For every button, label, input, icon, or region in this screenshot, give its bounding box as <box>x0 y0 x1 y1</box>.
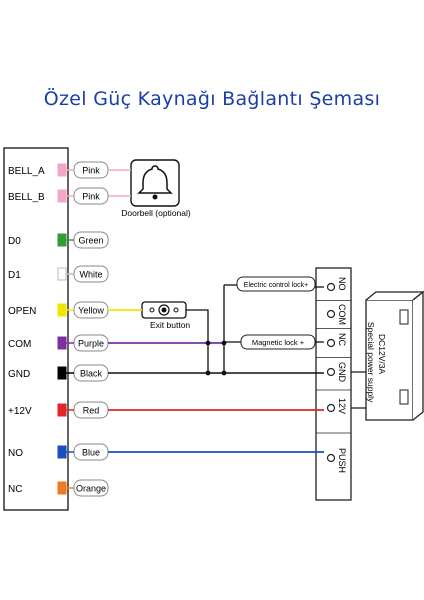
pin-label: BELL_A <box>8 166 45 177</box>
wire-color-label: Pink <box>82 166 100 176</box>
power-supply-name: Special power supply <box>366 322 376 403</box>
wire-color-label: Pink <box>82 192 100 202</box>
pin-label: D1 <box>8 270 21 281</box>
doorbell-icon <box>130 159 180 207</box>
wire-color-label: Yellow <box>78 306 104 316</box>
terminal-label: PUSH <box>337 448 347 473</box>
pin-terminal <box>57 366 67 380</box>
pin-terminal <box>57 336 67 350</box>
pin-terminal <box>57 445 67 459</box>
pin-terminal <box>57 189 67 203</box>
pin-label: NC <box>8 484 22 495</box>
pin-label: GND <box>8 369 30 380</box>
wire-color-label: Red <box>83 406 100 416</box>
wire-color-label: Green <box>78 236 103 246</box>
pin-terminal <box>57 403 67 417</box>
electric-lock-label: Electric control lock+ <box>244 282 308 289</box>
wire-color-label: Black <box>80 369 103 379</box>
terminal-screw <box>326 338 336 348</box>
pin-label: +12V <box>8 406 32 417</box>
terminal-screw <box>326 367 336 377</box>
wire-color-label: Blue <box>82 448 100 458</box>
wire-color-label: White <box>79 270 102 280</box>
exit-button-icon <box>141 301 187 319</box>
magnetic-lock-label: Magnetic lock + <box>252 338 305 347</box>
terminal-block: NO COM NC GND 12V PUSH <box>315 267 352 501</box>
terminal-screw <box>326 403 336 413</box>
terminal-label: 12V <box>337 398 347 414</box>
terminal-label: COM <box>337 304 347 325</box>
pin-label: D0 <box>8 236 21 247</box>
diagram-title: Özel Güç Kaynağı Bağlantı Şeması <box>43 88 381 110</box>
wire-color-label: Purple <box>78 339 104 349</box>
terminal-label: NC <box>337 333 347 346</box>
pin-terminal <box>57 303 67 317</box>
power-supply: DC12V/3A Special power supply <box>365 290 424 421</box>
pin-label: BELL_B <box>8 192 45 203</box>
controller-board <box>3 147 69 511</box>
pin-terminal <box>57 163 67 177</box>
terminal-screw <box>326 282 336 292</box>
power-supply-rating: DC12V/3A <box>377 334 387 374</box>
pin-label: COM <box>8 339 31 350</box>
wires <box>66 169 366 489</box>
pin-label: NO <box>8 448 23 459</box>
doorbell-label: Doorbell (optional) <box>121 208 191 218</box>
terminal-screw <box>326 309 336 319</box>
pin-terminal <box>57 233 67 247</box>
magnetic-lock-label-box: Magnetic lock + <box>240 334 316 350</box>
exit-button-label: Exit button <box>150 320 190 330</box>
pin-terminal <box>57 481 67 495</box>
terminal-screw <box>326 453 336 463</box>
pin-label: OPEN <box>8 306 36 317</box>
pin-terminal <box>57 267 67 281</box>
terminal-label: GND <box>337 362 347 383</box>
wire-color-label: Orange <box>76 484 106 494</box>
terminal-label: NO <box>337 277 347 291</box>
electric-lock-label-box: Electric control lock+ <box>236 276 316 292</box>
